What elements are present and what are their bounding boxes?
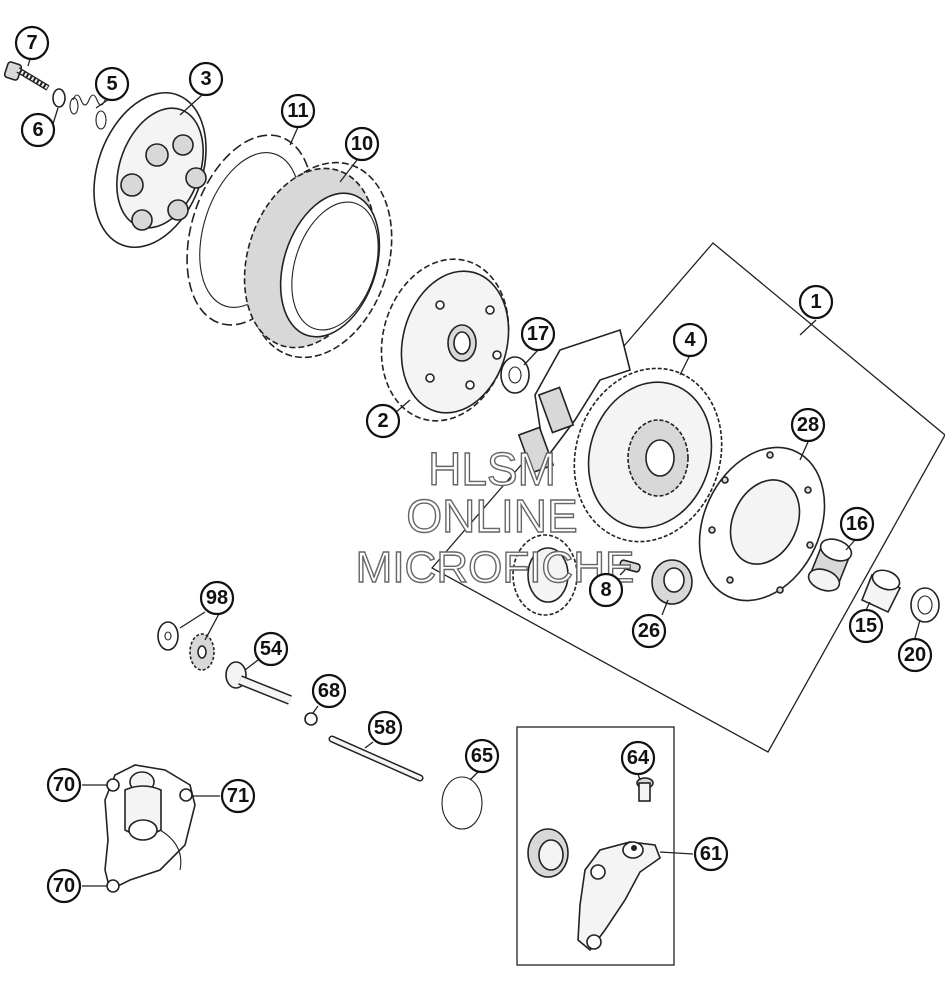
callout-7: 7: [14, 25, 50, 61]
slave-cylinder-part-61: [527, 828, 661, 952]
shaft-part-54: [225, 661, 292, 705]
callout-label: 70: [53, 875, 75, 897]
callout-label: 11: [287, 100, 308, 122]
pressure-plate-part-3: [93, 91, 207, 249]
callout-label: 8: [600, 579, 611, 601]
callout-label: 68: [318, 680, 340, 702]
callout-68: 68: [311, 673, 347, 709]
watermark-line-3: MICROFICHE: [356, 543, 635, 592]
callout-label: 98: [206, 587, 228, 609]
callout-label: 10: [351, 133, 373, 155]
callout-15: 15: [848, 608, 884, 644]
clutch-hub-part-2: [380, 258, 510, 422]
callout-label: 28: [797, 414, 819, 436]
callout-label: 64: [627, 747, 650, 769]
callout-label: 58: [374, 717, 396, 739]
slave-cylinder-cover: [104, 764, 196, 893]
washer-part-6: [52, 88, 66, 108]
callout-17: 17: [520, 316, 556, 352]
clutch-basket-part-4: [517, 328, 723, 543]
callout-71: 71: [220, 778, 256, 814]
callout-label: 54: [260, 638, 283, 660]
callout-label: 7: [26, 32, 37, 54]
callout-label: 17: [527, 323, 549, 345]
callout-20: 20: [897, 637, 933, 673]
callout-26: 26: [631, 613, 667, 649]
bushing-part-26: [651, 559, 693, 605]
callout-label: 26: [638, 620, 660, 642]
callout-label: 1: [810, 291, 821, 313]
callout-11: 11: [280, 93, 316, 129]
thrust-washer-hole: [508, 366, 522, 384]
callout-1: 1: [798, 284, 834, 320]
callout-label: 2: [377, 410, 388, 432]
callout-label: 6: [32, 119, 43, 141]
pin-part-8: [619, 559, 641, 573]
ring-plate-part-28: [698, 446, 826, 602]
callout-label: 70: [53, 774, 75, 796]
washer-part-98: [157, 621, 179, 651]
callout-54: 54: [253, 631, 289, 667]
thrust-washer-part-17: [500, 356, 530, 394]
primary-gear: [512, 534, 578, 616]
callout-label: 71: [227, 785, 249, 807]
callout-64: 64: [620, 740, 656, 776]
callout-16: 16: [839, 506, 875, 542]
callout-label: 61: [700, 843, 722, 865]
callout-98: 98: [199, 580, 235, 616]
callout-65: 65: [464, 738, 500, 774]
assembly-frame-61: [516, 726, 675, 966]
callout-3: 3: [188, 61, 224, 97]
callout-10: 10: [344, 126, 380, 162]
o-ring-part-65: [441, 776, 483, 830]
callout-2: 2: [365, 403, 401, 439]
bushing-part-15: [860, 569, 902, 614]
callout-label: 16: [846, 513, 868, 535]
impeller-part-98: [189, 633, 215, 671]
callout-label: 15: [855, 615, 877, 637]
callout-5: 5: [94, 66, 130, 102]
callout-6: 6: [20, 112, 56, 148]
callout-70-top: 70: [46, 767, 82, 803]
screw-part-64: [636, 777, 654, 802]
callout-28: 28: [790, 407, 826, 443]
washer-part-20: [910, 587, 940, 623]
callout-70-bottom: 70: [46, 868, 82, 904]
callout-4: 4: [672, 322, 708, 358]
push-rod-part-58: [328, 735, 424, 782]
callout-58: 58: [367, 710, 403, 746]
callout-61: 61: [693, 836, 729, 872]
ball-part-68: [304, 712, 318, 726]
callout-8: 8: [588, 572, 624, 608]
callout-label: 3: [200, 68, 211, 90]
watermark-line-2: ONLINE: [406, 490, 577, 542]
callout-label: 5: [106, 73, 117, 95]
needle-bearing-part-16: [807, 538, 853, 592]
clutch-plates-part-10: [243, 161, 393, 359]
bolt-part-7: [3, 61, 50, 91]
callout-label: 65: [471, 745, 493, 767]
callout-label: 4: [684, 329, 696, 351]
watermark-line-1: HLSM: [428, 443, 556, 495]
watermark: HLSM ONLINE MICROFICHE: [355, 442, 635, 592]
spring-part-5: [69, 94, 107, 130]
callout-label: 20: [904, 644, 926, 666]
